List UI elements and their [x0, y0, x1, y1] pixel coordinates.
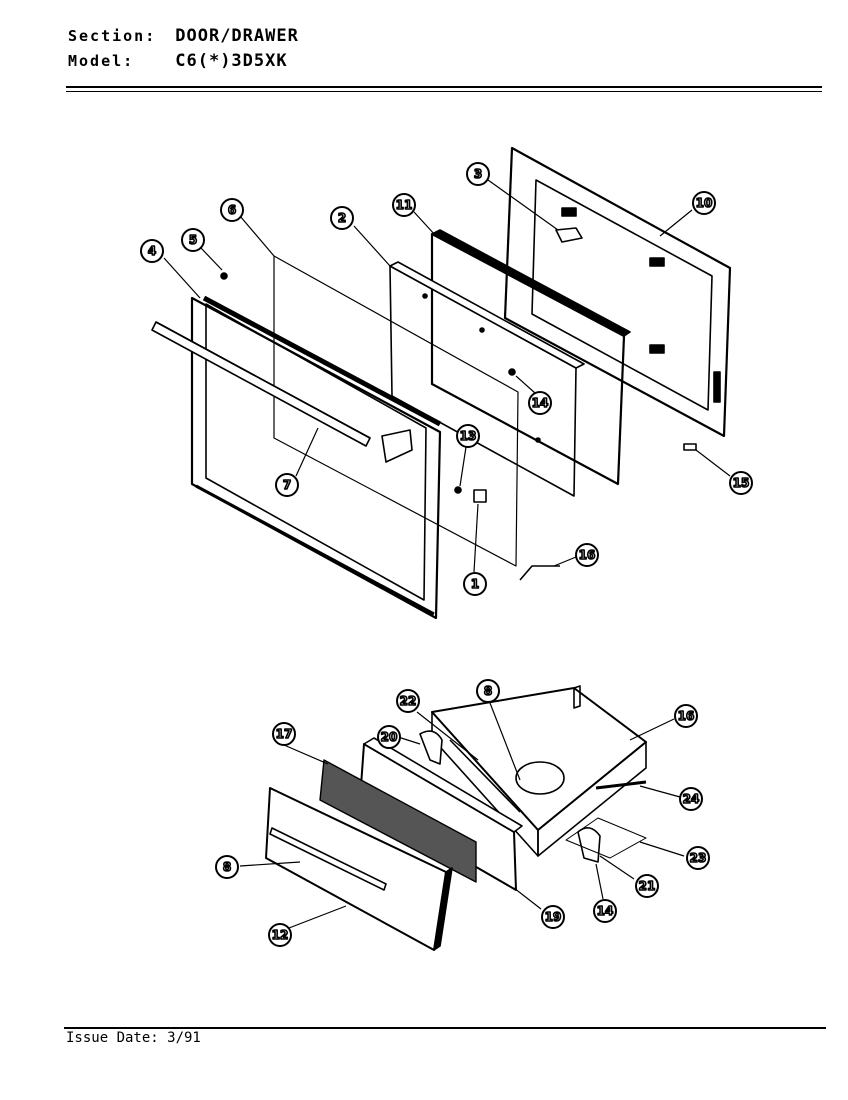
section-value: DOOR/DRAWER — [175, 26, 299, 46]
svg-text:15: 15 — [733, 476, 750, 490]
svg-text:22: 22 — [400, 694, 417, 708]
part-drawer-body — [431, 685, 647, 857]
header-rule-thin — [66, 91, 822, 92]
footer-rule — [64, 1027, 826, 1029]
svg-text:16: 16 — [579, 548, 596, 562]
svg-text:10: 10 — [696, 196, 713, 210]
part-rail — [595, 780, 647, 790]
callout-15: 15 — [729, 471, 753, 495]
part-glass-screw — [508, 368, 516, 376]
callout-14-door: 14 — [528, 391, 552, 415]
callout-6: 6 — [220, 198, 244, 222]
callout-8-top: 8 — [476, 679, 500, 703]
svg-text:1: 1 — [471, 577, 479, 591]
model-value: C6(*)3D5XK — [175, 51, 288, 71]
header-rule — [66, 86, 822, 88]
callout-16-door: 16 — [575, 543, 599, 567]
part-clip — [473, 489, 487, 503]
svg-text:3: 3 — [474, 167, 482, 181]
callout-23: 23 — [686, 846, 710, 870]
svg-text:8: 8 — [484, 684, 492, 698]
svg-text:23: 23 — [690, 851, 707, 865]
part-insulation-panel — [430, 229, 631, 486]
callout-8-front: 8 — [215, 855, 239, 879]
callout-17: 17 — [272, 722, 296, 746]
callout-5: 5 — [181, 228, 205, 252]
part-handle-bracket — [381, 429, 413, 463]
svg-text:14: 14 — [532, 396, 549, 410]
svg-text:13: 13 — [460, 429, 477, 443]
issue-date: Issue Date: 3/91 — [66, 1030, 201, 1046]
part-right-bracket — [577, 827, 601, 863]
callout-10: 10 — [692, 191, 716, 215]
part-screw — [454, 486, 462, 494]
callout-19: 19 — [541, 905, 565, 929]
callout-20: 20 — [377, 725, 401, 749]
part-handle-trim — [151, 321, 371, 447]
svg-text:21: 21 — [639, 879, 656, 893]
section-label: Section: — [68, 27, 157, 45]
svg-text:16: 16 — [678, 709, 695, 723]
callout-4: 4 — [140, 239, 164, 263]
callout-16-drawer: 16 — [674, 704, 698, 728]
part-frame-screw — [220, 272, 228, 280]
part-15 — [683, 443, 697, 451]
part-inner-door-liner — [503, 146, 732, 438]
svg-text:19: 19 — [545, 910, 562, 924]
callout-12: 12 — [268, 923, 292, 947]
section-line: Section: DOOR/DRAWER — [68, 26, 299, 46]
part-door-frame — [190, 295, 442, 620]
part-plate — [565, 817, 647, 859]
svg-text:11: 11 — [396, 198, 413, 212]
leader-lines — [163, 179, 731, 929]
callout-24: 24 — [679, 787, 703, 811]
callout-2: 2 — [330, 206, 354, 230]
svg-text:4: 4 — [148, 244, 156, 258]
callout-22: 22 — [396, 689, 420, 713]
part-inner-glass — [389, 261, 585, 497]
part-spring — [519, 565, 560, 581]
svg-text:8: 8 — [223, 860, 231, 874]
part-hinge-receptacle — [555, 227, 583, 243]
model-line: Model: C6(*)3D5XK — [68, 51, 288, 71]
callout-1: 1 — [463, 572, 487, 596]
callout-21: 21 — [635, 874, 659, 898]
part-drawer-insulation — [319, 759, 477, 883]
callout-3: 3 — [466, 162, 490, 186]
callout-7: 7 — [275, 473, 299, 497]
svg-text:20: 20 — [381, 730, 398, 744]
svg-text:2: 2 — [338, 211, 346, 225]
callout-13: 13 — [456, 424, 480, 448]
svg-text:14: 14 — [597, 904, 614, 918]
callout-11: 11 — [392, 193, 416, 217]
part-drawer-front — [265, 787, 453, 951]
svg-text:17: 17 — [276, 727, 293, 741]
svg-text:7: 7 — [283, 478, 291, 492]
part-left-bracket — [419, 730, 443, 765]
svg-text:5: 5 — [189, 233, 197, 247]
part-outer-glass — [273, 255, 519, 567]
svg-text:24: 24 — [683, 792, 700, 806]
svg-text:6: 6 — [228, 203, 236, 217]
model-label: Model: — [68, 52, 135, 70]
svg-text:12: 12 — [272, 928, 289, 942]
callout-14-drawer: 14 — [593, 899, 617, 923]
